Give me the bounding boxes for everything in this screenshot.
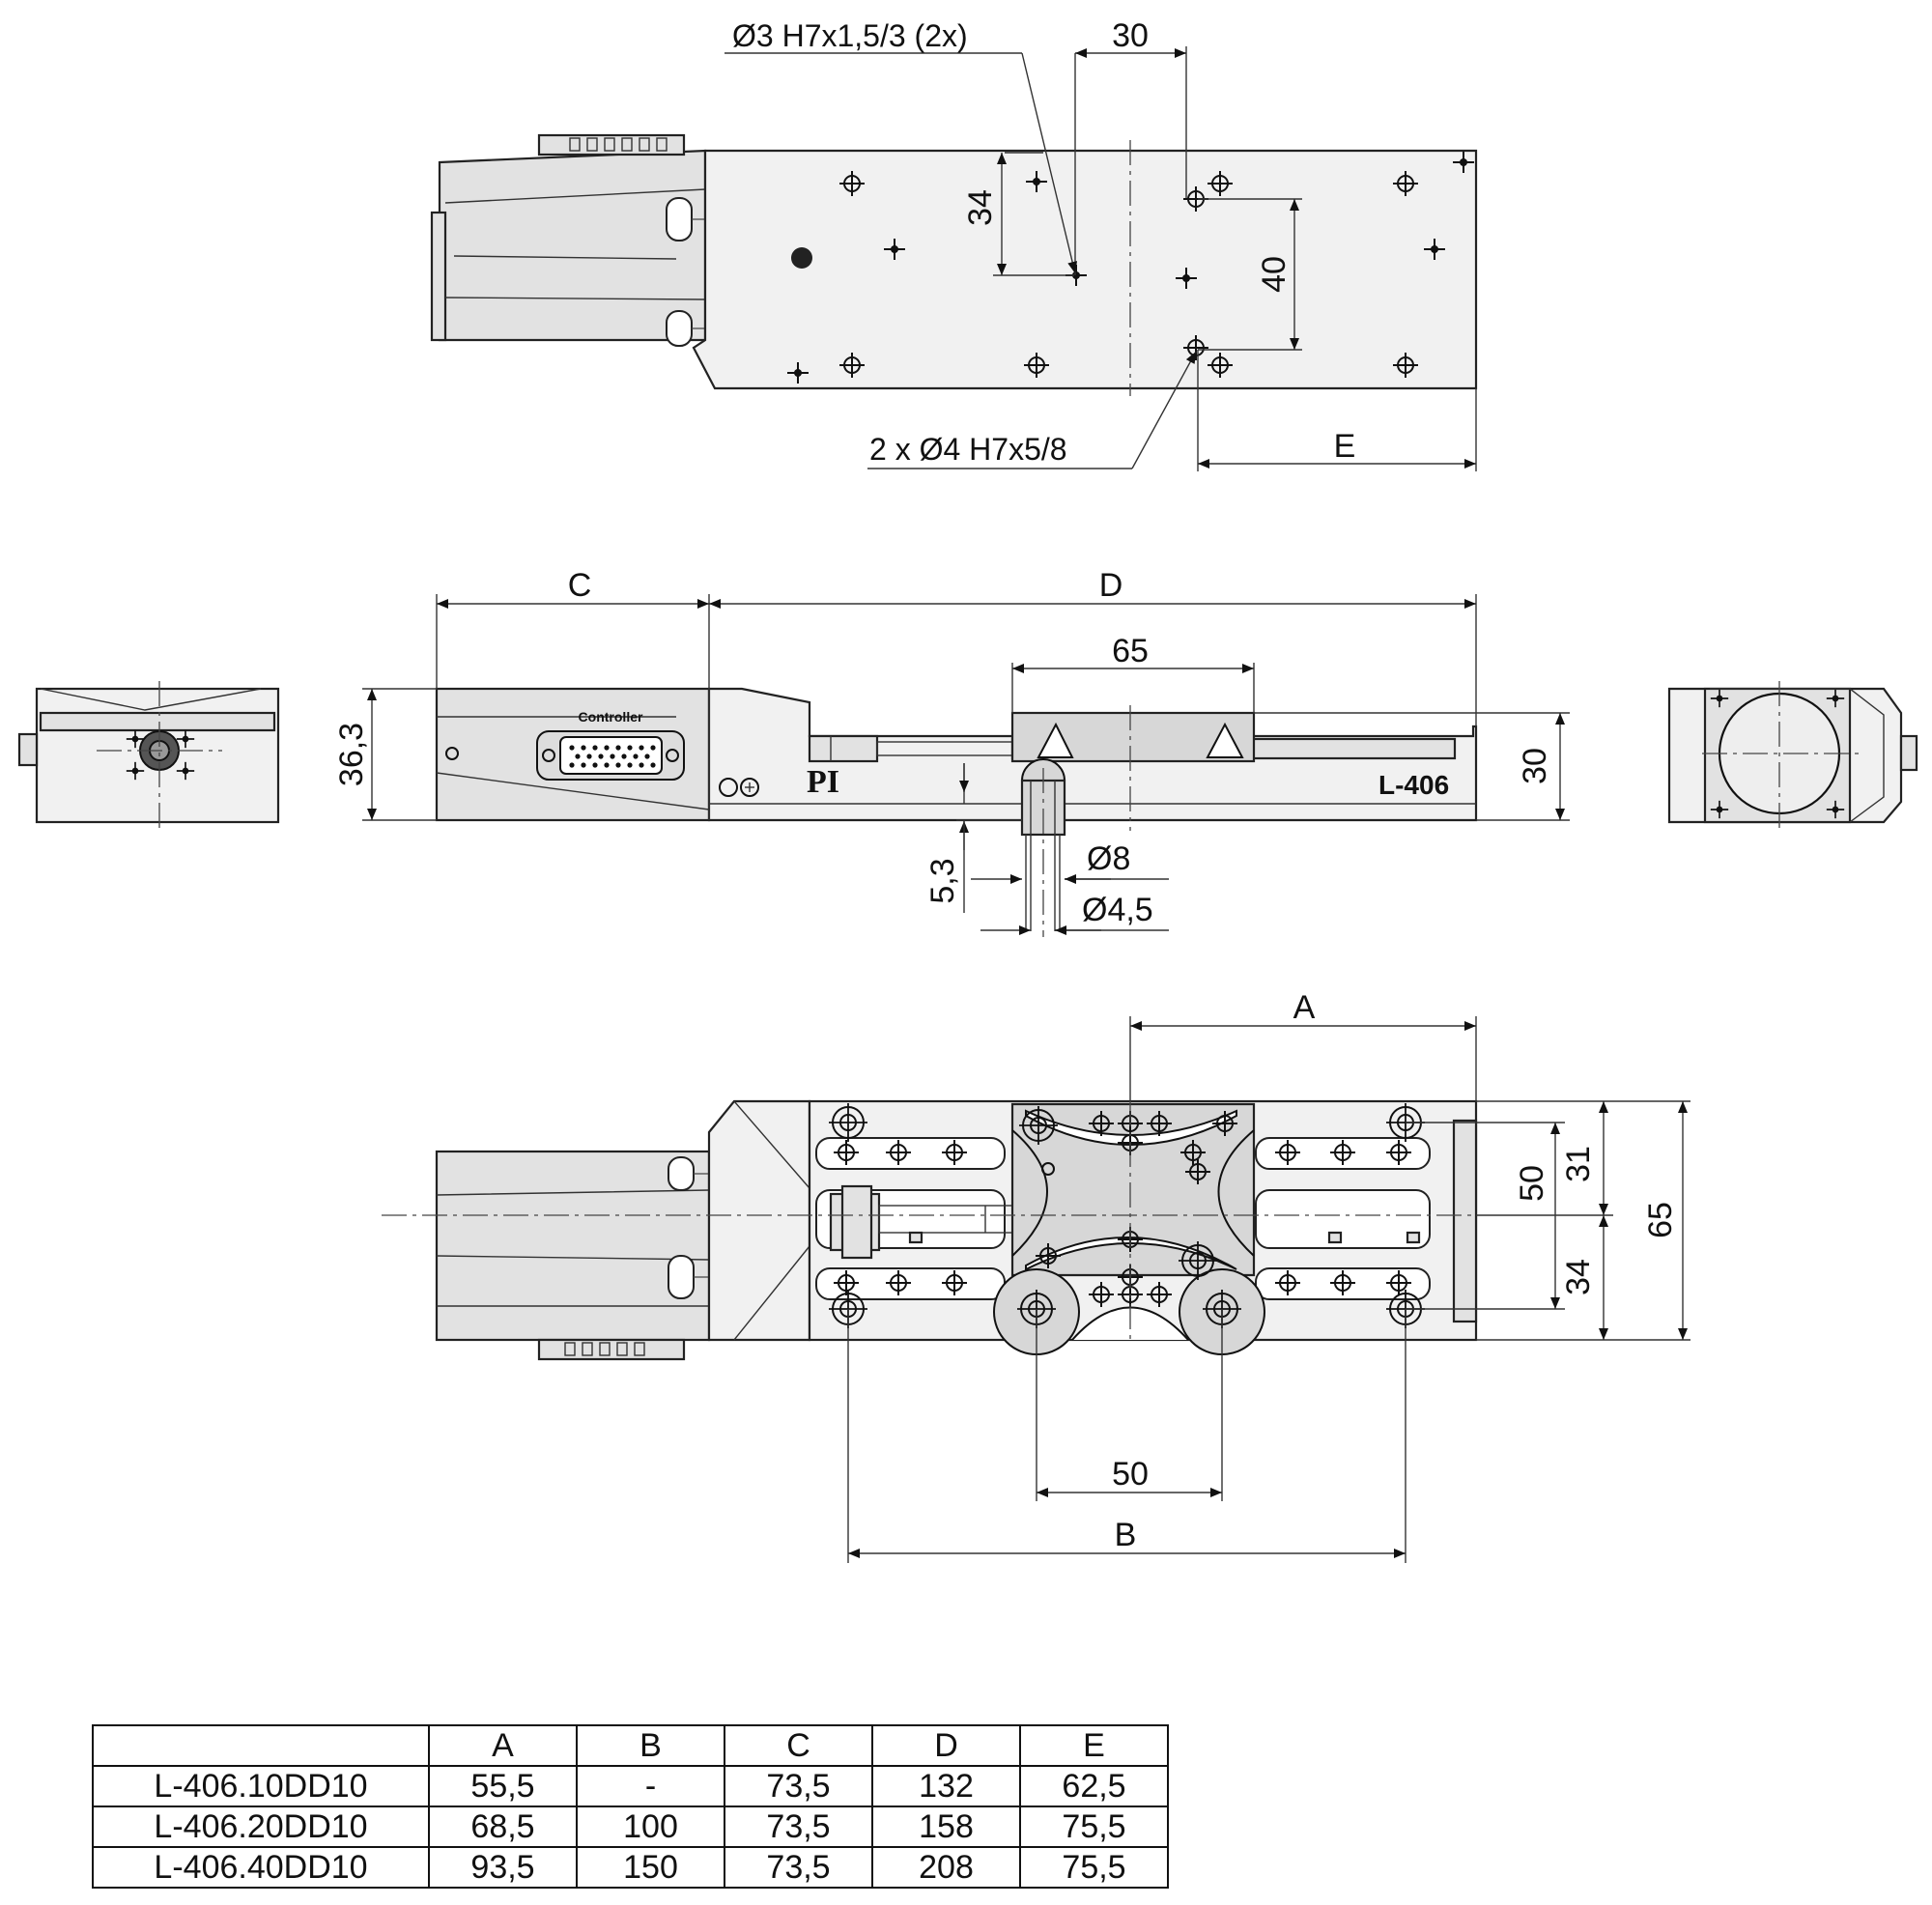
side-dim-d8: Ø8 [1087, 840, 1130, 877]
left-end-view [17, 681, 280, 831]
table-cell: 208 [871, 1846, 1021, 1889]
bottom-dim-34: 34 [1560, 1259, 1597, 1295]
side-dim-d4-5: Ø4,5 [1082, 892, 1153, 928]
table-cell: 62,5 [1019, 1765, 1169, 1807]
connector-label: Controller [579, 709, 643, 725]
bottom-dim-50-vertical: 50 [1514, 1165, 1550, 1202]
table-cell: 93,5 [428, 1846, 578, 1889]
bottom-dim-B: B [1115, 1517, 1137, 1553]
top-dim-34: 34 [962, 189, 999, 226]
bottom-view: A 50 B 50 31 34 65 [382, 989, 1690, 1563]
table-header-cell: B [576, 1724, 725, 1767]
table-row: L-406.20DD10 68,5 100 73,5 158 75,5 [92, 1805, 1169, 1848]
bottom-dim-31: 31 [1560, 1146, 1597, 1182]
table-header-cell [92, 1724, 430, 1767]
side-dim-5-3: 5,3 [924, 858, 961, 903]
right-end-view [1667, 681, 1918, 831]
side-dim-D: D [1099, 567, 1123, 604]
dimension-table: A B C D E L-406.10DD10 55,5 - 73,5 132 6… [92, 1724, 1169, 1889]
top-bore-note-1: Ø3 H7x1,5/3 (2x) [732, 18, 968, 53]
table-cell: 158 [871, 1805, 1021, 1848]
top-dim-40: 40 [1256, 256, 1293, 293]
bottom-dim-A: A [1293, 989, 1316, 1026]
table-header-cell: D [871, 1724, 1021, 1767]
side-dim-C: C [568, 567, 592, 604]
table-row: L-406.10DD10 55,5 - 73,5 132 62,5 [92, 1765, 1169, 1807]
table-cell: L-406.20DD10 [92, 1805, 430, 1848]
table-cell: 73,5 [724, 1765, 873, 1807]
table-cell: 73,5 [724, 1846, 873, 1889]
table-cell: 68,5 [428, 1805, 578, 1848]
top-dim-30: 30 [1112, 17, 1149, 54]
side-dim-30: 30 [1517, 748, 1553, 784]
table-cell: 132 [871, 1765, 1021, 1807]
table-cell: L-406.10DD10 [92, 1765, 430, 1807]
table-cell: - [576, 1765, 725, 1807]
side-dim-36-3: 36,3 [333, 723, 370, 786]
table-cell: 55,5 [428, 1765, 578, 1807]
table-cell: 73,5 [724, 1805, 873, 1848]
table-cell: 150 [576, 1846, 725, 1889]
table-cell: 75,5 [1019, 1846, 1169, 1889]
side-dim-65: 65 [1112, 633, 1149, 669]
table-header-row: A B C D E [92, 1724, 1169, 1767]
table-cell: 75,5 [1019, 1805, 1169, 1848]
table-header-cell: A [428, 1724, 578, 1767]
top-bore-note-2: 2 x Ø4 H7x5/8 [869, 432, 1067, 467]
bottom-dim-65: 65 [1642, 1202, 1679, 1238]
side-view: Controller PI L-406 C D [333, 567, 1570, 937]
table-header-cell: E [1019, 1724, 1169, 1767]
table-cell: 100 [576, 1805, 725, 1848]
bottom-dim-50-horizontal: 50 [1112, 1456, 1149, 1493]
table-header-cell: C [724, 1724, 873, 1767]
top-dim-E: E [1334, 428, 1356, 465]
brand-label: PI [807, 764, 839, 800]
table-cell: L-406.40DD10 [92, 1846, 430, 1889]
top-view: 30 34 40 E Ø3 H7x1,5/3 (2x) 2 x Ø4 H7x5/… [430, 17, 1478, 471]
table-row: L-406.40DD10 93,5 150 73,5 208 75,5 [92, 1846, 1169, 1889]
model-label: L-406 [1378, 770, 1449, 800]
